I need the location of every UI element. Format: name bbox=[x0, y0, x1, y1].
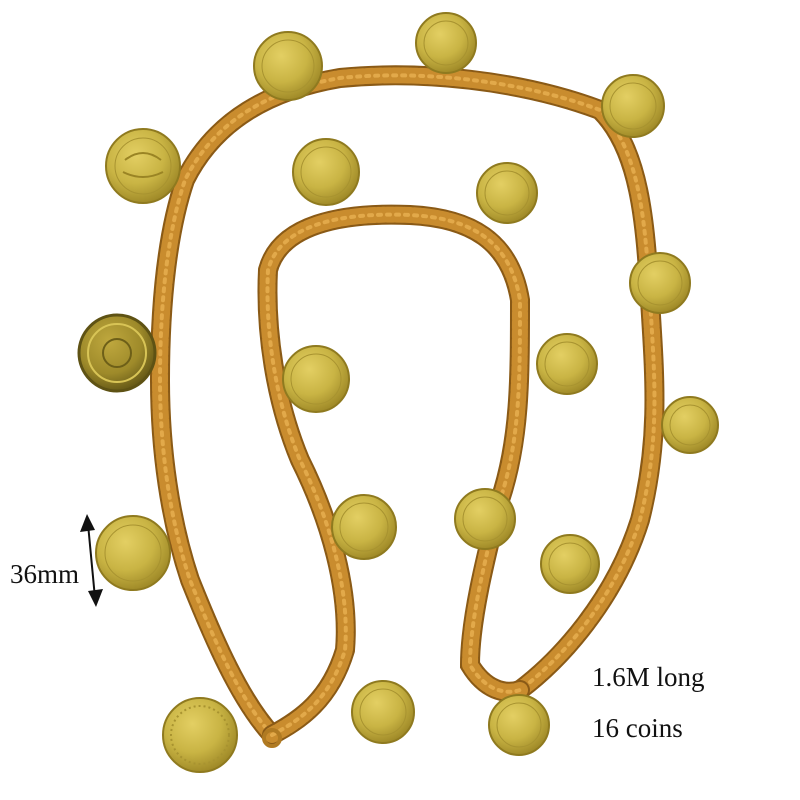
length-label: 1.6M long bbox=[592, 662, 705, 692]
coin bbox=[661, 396, 719, 454]
coin bbox=[415, 12, 477, 74]
coin bbox=[629, 252, 691, 314]
coin bbox=[77, 313, 157, 393]
coin bbox=[601, 74, 665, 138]
coin bbox=[331, 494, 397, 560]
coin bbox=[105, 128, 181, 204]
coin bbox=[253, 31, 323, 101]
inner-chain bbox=[257, 204, 531, 745]
coin bbox=[351, 680, 415, 744]
measurement-arrow bbox=[80, 514, 103, 607]
coin bbox=[476, 162, 538, 224]
coins bbox=[77, 12, 719, 773]
coin bbox=[488, 694, 550, 756]
coin bbox=[282, 345, 350, 413]
outer-chain bbox=[149, 65, 665, 745]
clasp bbox=[262, 728, 282, 748]
coin bbox=[95, 515, 171, 591]
coin bbox=[540, 534, 600, 594]
coin-count-label: 16 coins bbox=[592, 713, 683, 743]
coin bbox=[536, 333, 598, 395]
coin bbox=[162, 697, 238, 773]
size-label: 36mm bbox=[10, 559, 80, 589]
coin bbox=[292, 138, 360, 206]
coin bbox=[454, 488, 516, 550]
